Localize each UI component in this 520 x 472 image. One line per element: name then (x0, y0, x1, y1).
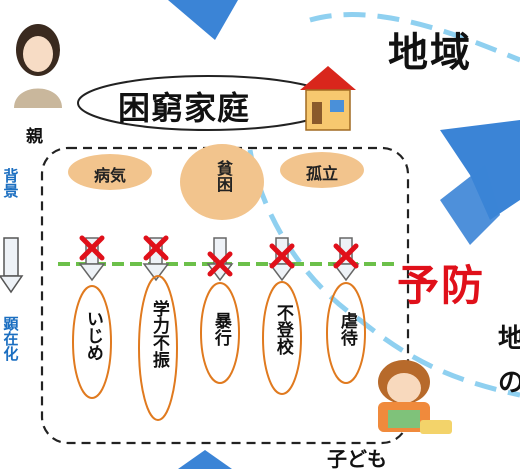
factor-poverty: 貧困 (214, 160, 233, 192)
factor-isolation: 孤立 (305, 164, 338, 183)
problem-truancy: 不登校 (272, 304, 293, 355)
problem-oval-4 (262, 281, 302, 395)
problem-bullying: いじめ (82, 310, 103, 361)
left-label-manifest: 顕在化 (1, 316, 20, 361)
parent-label: 親 (26, 127, 43, 147)
cross-mark-4 (269, 243, 295, 269)
left-down-arrow-shaft (3, 237, 19, 277)
problem-violence: 暴行 (210, 312, 231, 346)
region-label: 地域 (388, 30, 472, 76)
cross-mark-2 (143, 235, 169, 261)
factor-illness: 病気 (93, 166, 126, 185)
problem-abuse: 虐待 (336, 312, 357, 346)
prevention-arrows (78, 237, 360, 282)
family-title: 困窮家庭 (118, 89, 251, 127)
blue-arrow-top (168, 0, 238, 40)
prevention-label: 予防 (397, 261, 486, 310)
right-partial-2: の (498, 368, 520, 398)
problem-low-achievement: 学力不振 (148, 300, 169, 368)
factor-oval-2 (180, 144, 264, 220)
problem-oval-5 (326, 282, 366, 384)
dashed-circle (247, 12, 520, 398)
cross-mark-5 (333, 243, 359, 269)
problem-oval-1 (72, 285, 112, 399)
house-icon (300, 66, 356, 131)
problem-oval-3 (200, 282, 240, 384)
factor-oval-1 (68, 154, 152, 190)
problem-oval-2 (138, 275, 178, 421)
blue-arrow-bottom (178, 450, 232, 469)
cross-marks (79, 235, 359, 277)
cross-mark-1 (79, 235, 105, 261)
left-label-background: 背景 (1, 168, 20, 198)
blue-arrow-right-lower (440, 165, 500, 245)
right-partial-1: 地 (498, 324, 520, 354)
child-label: 子ども (327, 447, 387, 471)
parent-icon (14, 24, 62, 108)
child-icon (378, 360, 452, 434)
factor-oval-3 (280, 152, 364, 188)
cross-mark-3 (207, 251, 233, 277)
left-down-arrow-head (0, 275, 24, 294)
